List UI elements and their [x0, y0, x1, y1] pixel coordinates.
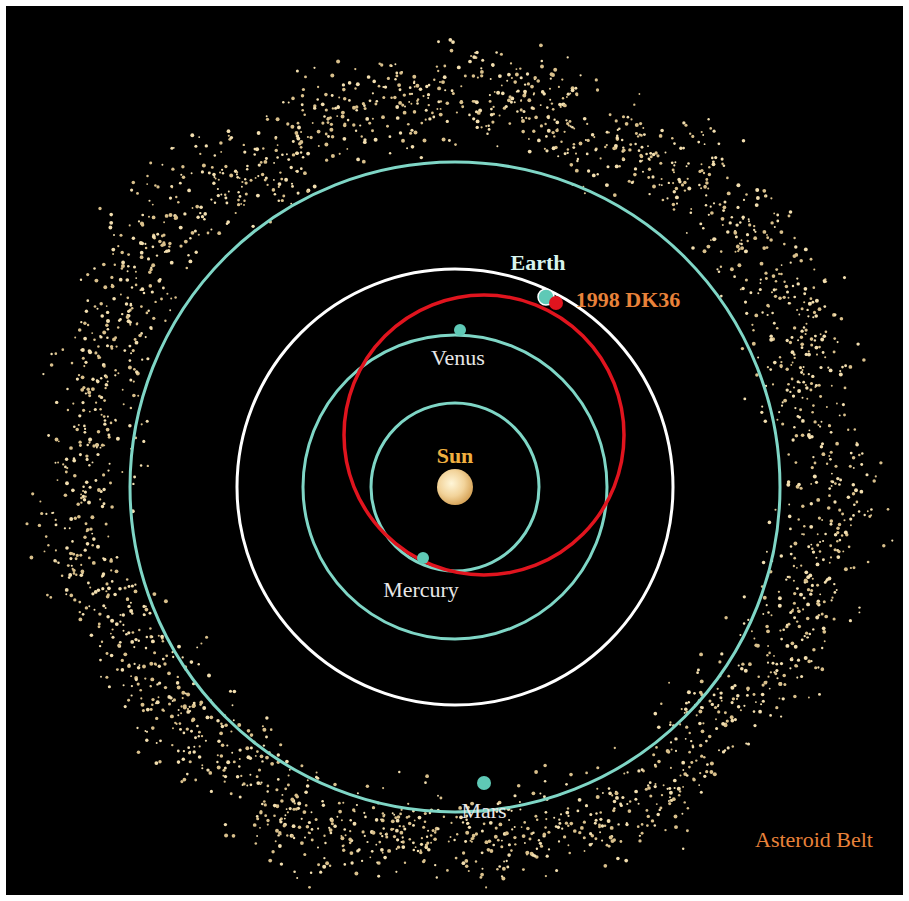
asteroid-orbit	[344, 295, 624, 575]
sun-disc	[437, 469, 473, 505]
star-label: Sun	[434, 444, 477, 468]
asteroid-label: 1998 DK36	[573, 288, 684, 312]
mars-orbit	[130, 162, 780, 812]
region-label: Asteroid Belt	[752, 828, 876, 852]
mercury-dot	[417, 552, 429, 564]
venus-dot	[454, 324, 466, 336]
asteroid-dot	[549, 296, 563, 310]
asteroid-belt	[25, 38, 893, 889]
earth-orbit	[237, 269, 673, 705]
planet-label: Earth	[508, 251, 569, 275]
planet-label: Mars	[458, 799, 509, 823]
planet-label: Mercury	[380, 578, 462, 602]
venus-orbit	[303, 335, 607, 639]
planet-label: Venus	[428, 346, 488, 370]
mars-dot	[477, 776, 491, 790]
